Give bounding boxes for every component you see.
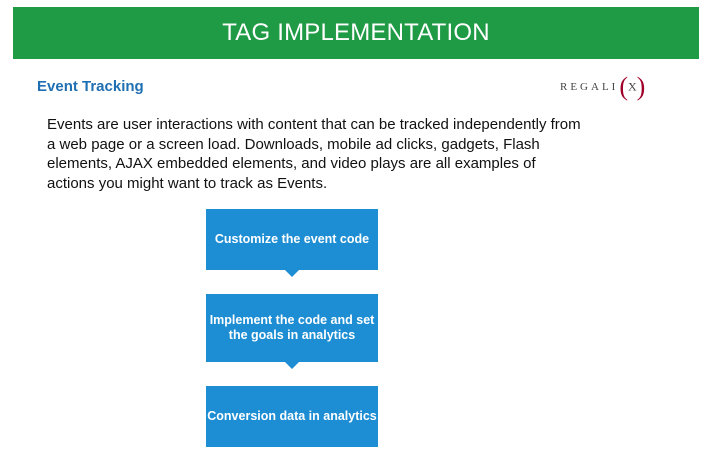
regalix-logo: REGALI (X)	[560, 70, 660, 104]
section-title: Event Tracking	[37, 78, 144, 95]
flow-arrow-icon	[285, 270, 299, 277]
logo-mark: (X)	[619, 72, 646, 101]
flow-step-1: Customize the event code	[206, 209, 378, 270]
logo-text: REGALI	[560, 81, 619, 93]
page-title: TAG IMPLEMENTATION	[222, 19, 490, 46]
flow-arrow-icon	[285, 362, 299, 369]
flow-step-2: Implement the code and set the goals in …	[206, 294, 378, 362]
flow-step-3: Conversion data in analytics	[206, 386, 378, 447]
description-paragraph: Events are user interactions with conten…	[47, 116, 581, 192]
header-banner: TAG IMPLEMENTATION	[13, 7, 699, 59]
